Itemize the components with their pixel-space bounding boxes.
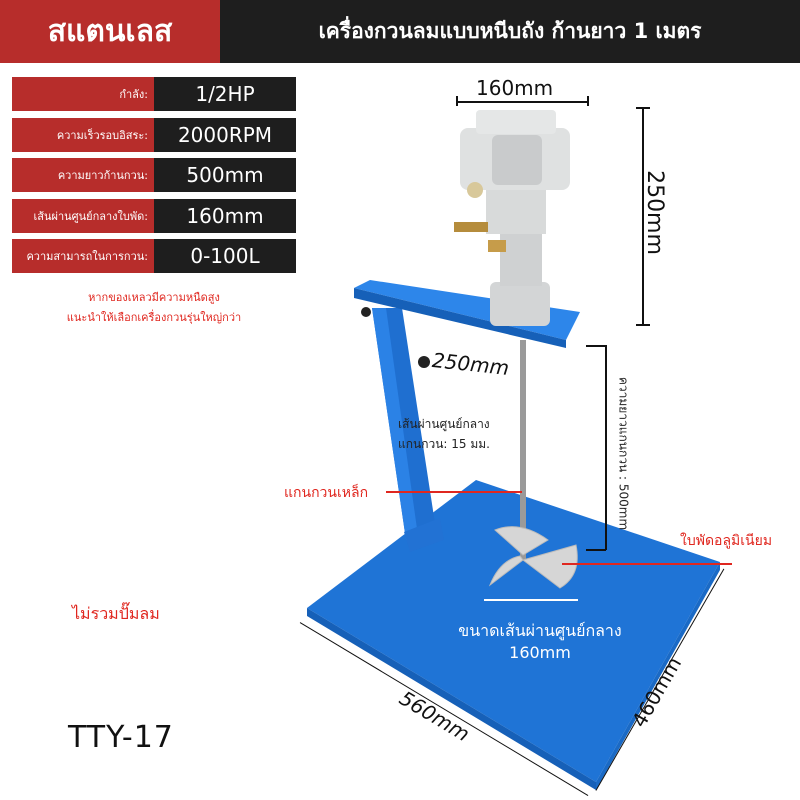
spec-row-shaft-length: ความยาวก้านกวน: 500mm: [12, 158, 296, 192]
motor-height-label: 250mm: [641, 170, 667, 255]
spec-row-power: กำลัง: 1/2HP: [12, 77, 296, 111]
shaft-length-label: ความยาวแกนกวน : 500mm: [616, 376, 631, 531]
spec-label: ความเร็วรอบอิสระ:: [12, 117, 154, 152]
shaft-length-line: [605, 345, 607, 550]
steel-shaft-pointer: [386, 491, 522, 493]
spec-label: เส้นผ่านศูนย์กลางใบพัด:: [12, 198, 154, 233]
impeller-pointer: [562, 563, 732, 565]
spec-label: กำลัง:: [12, 77, 154, 111]
note-line-2: แนะนำให้เลือกเครื่องกวนรุ่นใหญ่กว่า: [66, 311, 242, 324]
no-air-pump-note: ไม่รวมปั๊มลม: [72, 604, 160, 623]
stand-post: [372, 308, 444, 552]
shaft-diameter-label: เส้นผ่านศูนย์กลาง แกนกวน: 15 มม.: [398, 417, 490, 451]
spec-value: 500mm: [154, 158, 296, 192]
note-line-1: หากของเหลวมีความหนืดสูง: [88, 291, 220, 304]
spec-label: ความยาวก้านกวน:: [12, 158, 154, 192]
spec-table: กำลัง: 1/2HP ความเร็วรอบอิสระ: 2000RPM ค…: [12, 77, 296, 280]
spec-row-speed: ความเร็วรอบอิสระ: 2000RPM: [12, 117, 296, 152]
motor-width-label: 160mm: [476, 76, 554, 100]
air-motor: [454, 110, 570, 326]
impeller: [488, 526, 578, 589]
spec-value: 2000RPM: [154, 117, 296, 152]
motor-height-line: [642, 107, 644, 325]
impeller-diameter-label: ขนาดเส้นผ่านศูนย์กลาง 160mm: [458, 621, 622, 662]
spec-value: 0-100L: [154, 239, 296, 273]
aluminum-impeller-callout: ใบพัดอลูมิเนียม: [680, 533, 773, 549]
impeller-dim-line: [484, 599, 578, 601]
product-title: เครื่องกวนลมแบบหนีบถัง ก้านยาว 1 เมตร: [220, 0, 800, 63]
material-tag: สแตนเลส: [0, 0, 220, 63]
knob-icon: [361, 307, 371, 317]
spec-value: 1/2HP: [154, 77, 296, 111]
steel-shaft-callout: แกนกวนเหล็ก: [284, 485, 369, 501]
knob-icon: [418, 356, 430, 368]
spec-label: ความสามารถในการกวน:: [12, 239, 154, 273]
spec-value: 160mm: [154, 198, 296, 233]
spec-row-capacity: ความสามารถในการกวน: 0-100L: [12, 239, 296, 273]
shaft: [520, 340, 526, 560]
spec-row-impeller-diameter: เส้นผ่านศูนย์กลางใบพัด: 160mm: [12, 198, 296, 233]
motor-width-line: [456, 101, 588, 103]
model-number: TTY-17: [68, 720, 174, 755]
viscosity-note: หากของเหลวมีความหนืดสูง แนะนำให้เลือกเคร…: [12, 288, 296, 328]
